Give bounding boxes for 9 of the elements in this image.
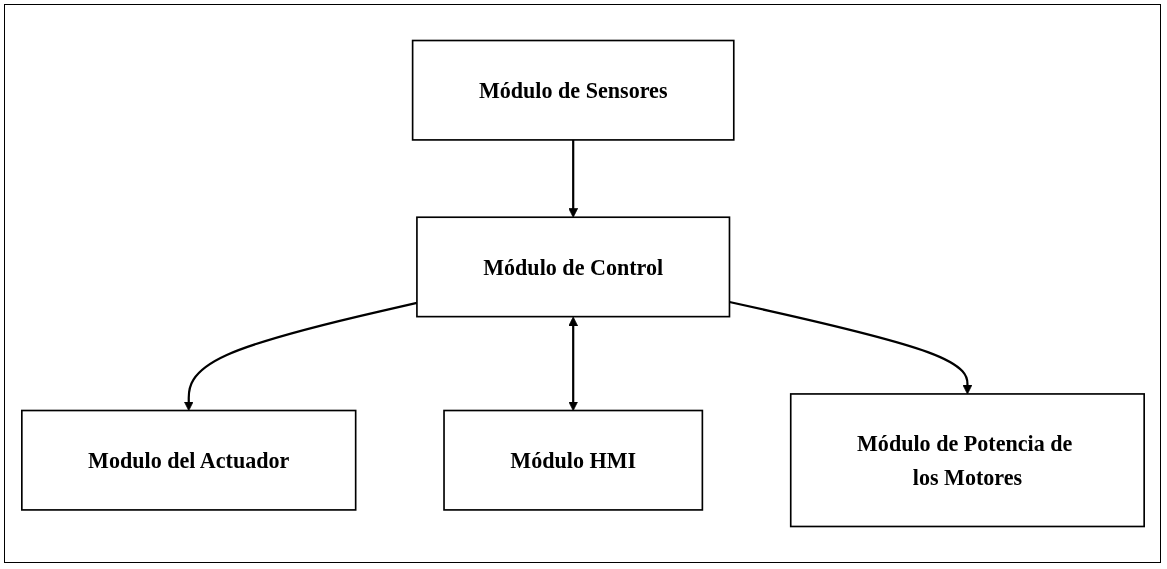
- arrow: [183, 301, 417, 411]
- node-box: Módulo de Control: [415, 216, 730, 318]
- node-box: Módulo HMI: [442, 409, 703, 511]
- node-box: Módulo de Potencia de los Motores: [789, 393, 1145, 528]
- arrow: [567, 139, 578, 218]
- arrow: [728, 300, 972, 395]
- arrow: [567, 316, 578, 411]
- node-box: Modulo del Actuador: [20, 409, 356, 511]
- node-box: Módulo de Sensores: [411, 39, 735, 141]
